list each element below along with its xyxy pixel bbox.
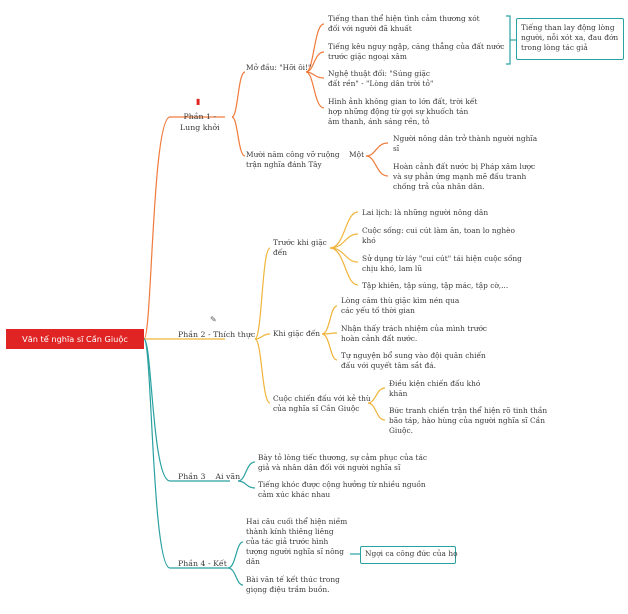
khi-node[interactable]: Khi giặc đến xyxy=(273,329,321,338)
mo-dau-item-1[interactable]: Tiếng than thể hiện tình cảm thương xót … xyxy=(328,14,480,33)
part-4-topic[interactable]: Phần 4 - Kết xyxy=(178,559,227,568)
mo-dau-item-4[interactable]: Hình ảnh không gian to lớn đất, trời kết… xyxy=(328,97,478,126)
p4-item-1[interactable]: Hai câu cuối thể hiện niềm thành kính th… xyxy=(246,517,348,566)
truoc-item-1[interactable]: Lai lịch: là những người nông dân xyxy=(362,208,489,217)
summary-text-part-4[interactable]: Ngợi ca công đức của họ xyxy=(365,549,458,558)
mo-dau-item-3[interactable]: Nghệ thuật đối: "Súng giặc đất rền" - "L… xyxy=(328,69,434,88)
root-topic[interactable]: Văn tế nghĩa sĩ Cần Giuộc xyxy=(6,329,144,349)
part-3-topic[interactable]: Phần 3 Ai vãn xyxy=(178,472,241,481)
muoi-nam-item-1[interactable]: Người nông dân trở thành người nghĩa sĩ xyxy=(393,134,538,153)
khi-item-1[interactable]: Lòng căm thù giặc kìm nén qua các yếu tố… xyxy=(341,296,460,315)
part-1-topic[interactable]: Phần 1 - Lung khởi xyxy=(180,112,220,132)
truoc-item-4[interactable]: Tập khiên, tập súng, tập mác, tập cờ,... xyxy=(362,281,509,290)
khi-item-3[interactable]: Tự nguyện bổ sung vào đội quân chiến đấu… xyxy=(341,351,486,370)
truoc-node[interactable]: Trước khi giặc đến xyxy=(273,238,327,257)
cuoc-item-2[interactable]: Bức tranh chiến trận thể hiện rõ tinh th… xyxy=(389,406,548,435)
truoc-item-2[interactable]: Cuộc sống: cui cút làm ăn, toan lo nghèo… xyxy=(362,226,515,245)
truoc-item-3[interactable]: Sử dụng từ láy "cui cút" tái hiện cuộc s… xyxy=(362,254,522,273)
mo-dau-node[interactable]: Mở đầu: "Hỡi ôi!" xyxy=(246,63,312,72)
part-2-topic[interactable]: Phần 2 - Thích thực xyxy=(178,330,256,339)
khi-item-2[interactable]: Nhận thấy trách nhiệm của mình trước hoà… xyxy=(341,324,488,343)
summary-box-part-1 xyxy=(516,18,624,60)
p4-item-2[interactable]: Bài văn tế kết thúc trong giọng điệu trầ… xyxy=(246,575,340,594)
p3-item-2[interactable]: Tiếng khóc được cộng hưởng từ nhiều nguồ… xyxy=(258,480,426,499)
muoi-nam-item-2[interactable]: Hoàn cảnh đất nước bị Pháp xâm lược và s… xyxy=(393,162,536,191)
cuoc-node[interactable]: Cuộc chiến đấu với kẻ thù của nghĩa sĩ C… xyxy=(273,394,371,413)
summary-box-part-4 xyxy=(360,546,456,564)
mo-dau-item-2[interactable]: Tiếng kêu nguy ngập, căng thẳng của đất … xyxy=(328,42,505,61)
cuoc-item-1[interactable]: Điều kiện chiến đấu khó khăn xyxy=(389,379,481,398)
pen-icon: ✎ xyxy=(210,315,217,324)
p3-item-1[interactable]: Bày tỏ lòng tiếc thương, sự cảm phục của… xyxy=(258,453,427,472)
summary-text-part-1[interactable]: Tiếng than lay động lòng người, nỗi xót … xyxy=(521,23,619,52)
muoi-nam-node[interactable]: Mười năm công vỡ ruộng Một trận nghĩa đá… xyxy=(246,150,365,169)
book-icon: ▮ xyxy=(196,97,201,106)
